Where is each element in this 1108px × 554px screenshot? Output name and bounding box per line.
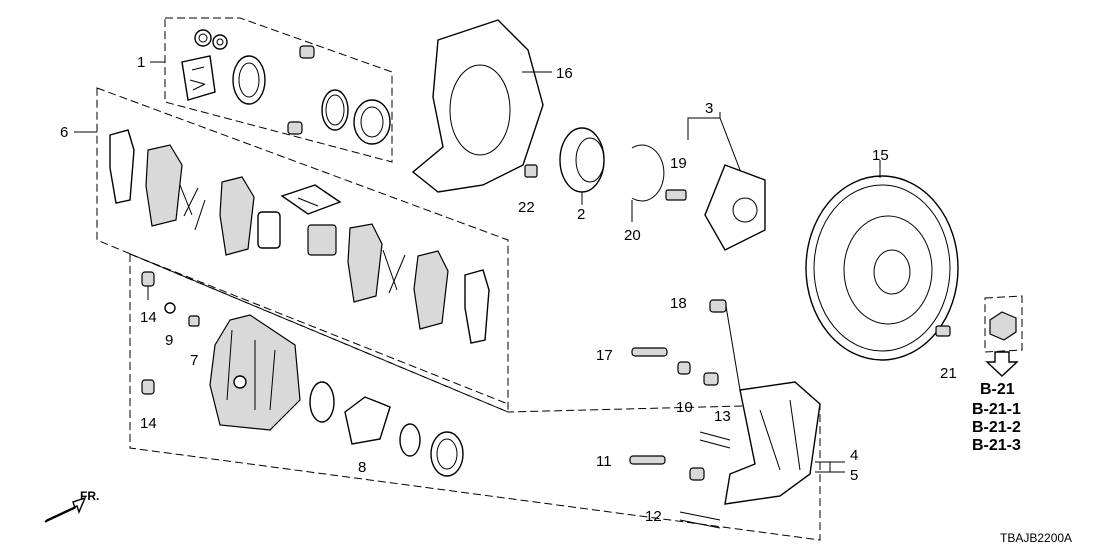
diagram-code: TBAJB2200A <box>1000 531 1072 545</box>
callout-13: 13 <box>714 408 731 425</box>
callout-3: 3 <box>705 100 713 117</box>
caliper-body-group <box>129 253 821 541</box>
hub-bearing <box>559 127 605 193</box>
caliper-bracket <box>724 381 821 505</box>
callout-22: 22 <box>518 199 535 216</box>
callout-18: 18 <box>670 295 687 312</box>
callout-16: 16 <box>556 65 573 82</box>
callout-21a: 21 <box>940 365 957 382</box>
callout-20: 20 <box>624 227 641 244</box>
callout-1: 1 <box>137 54 145 71</box>
callout-9: 9 <box>165 332 173 349</box>
callout-12: 12 <box>645 508 662 525</box>
reference-b21-3: B-21-3 <box>972 437 1021 454</box>
callout-4: 4 <box>850 447 858 464</box>
callout-10: 10 <box>676 399 693 416</box>
callout-11: 11 <box>596 453 612 470</box>
callout-5: 5 <box>850 467 858 484</box>
reference-b21-1: B-21-1 <box>972 401 1021 418</box>
hub <box>704 164 766 251</box>
reference-arrow <box>985 351 1019 377</box>
pad-set-group <box>74 87 509 413</box>
spindle-nut <box>989 311 1017 341</box>
callout-14b: 14 <box>140 415 157 432</box>
callout-8: 8 <box>358 459 366 476</box>
callout-14a: 14 <box>140 309 157 326</box>
splash-shield <box>411 19 544 193</box>
callout-17: 17 <box>596 347 613 364</box>
callout-7: 7 <box>190 352 198 369</box>
seal-kit-group <box>150 17 393 163</box>
front-arrow-icon <box>44 496 87 523</box>
callout-2: 2 <box>577 206 585 223</box>
callout-19: 19 <box>670 155 687 172</box>
reference-b21-2: B-21-2 <box>972 419 1021 436</box>
callout-6: 6 <box>60 124 68 141</box>
brake-disc <box>805 175 959 361</box>
reference-b21: B-21 <box>980 381 1015 398</box>
callout-15: 15 <box>872 147 889 164</box>
snap-ring <box>631 144 665 202</box>
front-arrow-label: FR. <box>80 489 99 503</box>
